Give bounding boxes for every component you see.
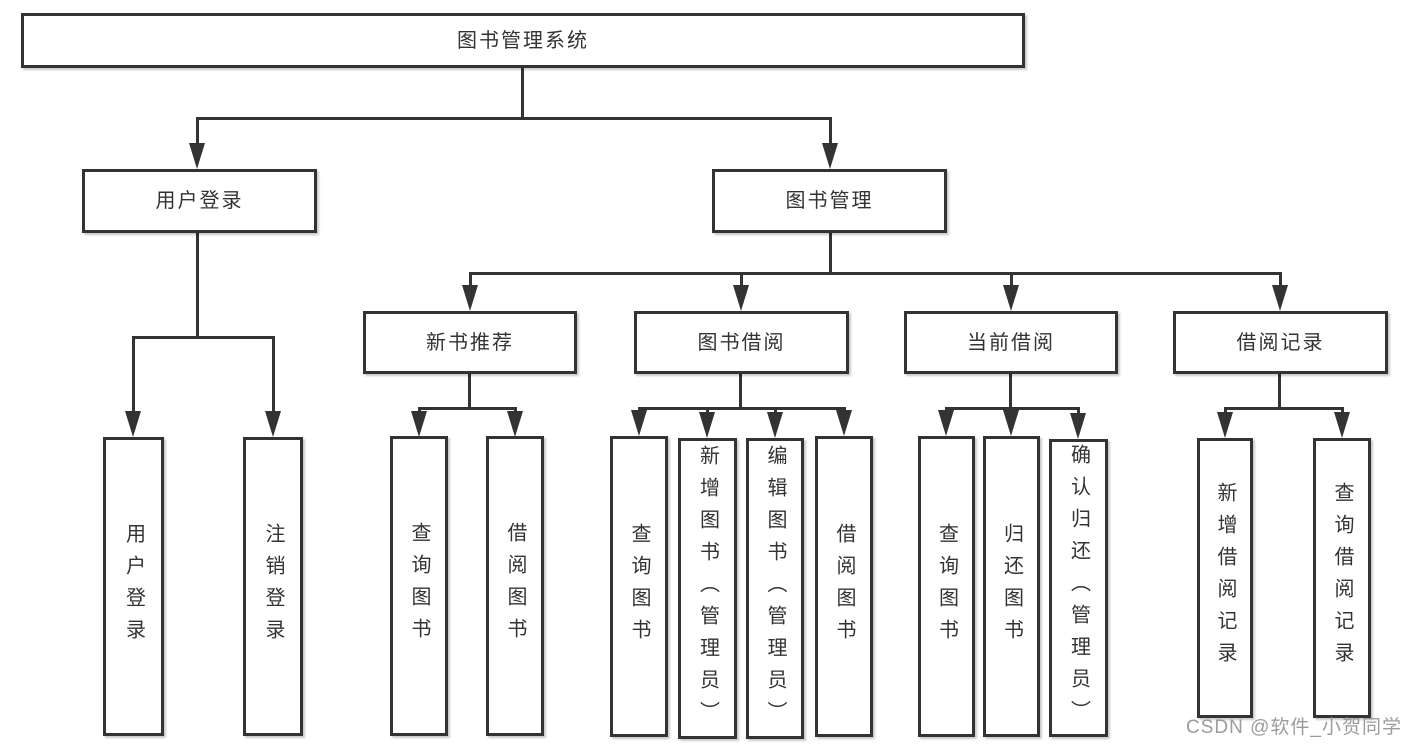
node-label-br-query-record: 查询借阅记录: [1331, 482, 1353, 674]
node-label-logout: 注销登录: [262, 522, 284, 651]
arrow-down-icon: [631, 410, 647, 436]
connector-line: [739, 374, 742, 409]
csdn-watermark: CSDN @软件_小贺同学: [1186, 717, 1402, 738]
connector-line: [469, 272, 1281, 275]
node-current-borrowing: 当前借阅: [904, 311, 1118, 374]
connector-line: [196, 117, 832, 120]
connector-line: [638, 407, 845, 410]
node-bb-add-books: 新增图书（管理员）: [678, 438, 737, 739]
connector-line: [468, 374, 471, 409]
node-cb-return-books: 归还图书: [983, 436, 1040, 737]
node-book-borrowing: 图书借阅: [634, 311, 849, 374]
node-label-cb-return-books: 归还图书: [1000, 522, 1023, 651]
node-label-bb-query-books: 查询图书: [628, 522, 650, 651]
arrow-down-icon: [125, 411, 141, 437]
node-label-bb-add-books: 新增图书（管理员）: [696, 444, 719, 733]
arrow-down-icon: [411, 411, 427, 437]
node-login-user: 用户登录: [103, 437, 164, 736]
node-label-new-book-recommend: 新书推荐: [426, 331, 514, 354]
node-label-nbr-query-books: 查询图书: [408, 522, 430, 650]
arrow-down-icon: [265, 411, 281, 437]
arrow-down-icon: [733, 285, 749, 311]
node-book-management: 图书管理: [712, 169, 947, 233]
connector-line: [521, 67, 524, 119]
node-label-system: 图书管理系统: [457, 29, 589, 52]
node-label-borrowing-records: 借阅记录: [1236, 331, 1325, 354]
arrow-down-icon: [699, 412, 715, 438]
arrow-stem: [829, 117, 832, 159]
node-system: 图书管理系统: [21, 13, 1025, 68]
arrow-down-icon: [1272, 285, 1288, 311]
node-label-bb-edit-books: 编辑图书（管理员）: [764, 444, 786, 733]
arrow-down-icon: [1003, 285, 1019, 311]
arrow-stem: [132, 336, 135, 427]
arrow-stem: [272, 336, 275, 427]
arrow-down-icon: [1334, 412, 1350, 438]
node-logout: 注销登录: [243, 437, 303, 736]
node-label-cb-confirm-return: 确认归还（管理员）: [1067, 444, 1090, 732]
arrow-down-icon: [767, 412, 783, 438]
connector-line: [418, 407, 517, 410]
node-label-book-management: 图书管理: [785, 190, 874, 212]
connector-line: [132, 336, 274, 339]
node-bb-query-books: 查询图书: [610, 436, 668, 737]
node-label-user-login: 用户登录: [155, 190, 244, 212]
node-user-login: 用户登录: [82, 169, 317, 233]
arrow-down-icon: [1217, 412, 1233, 438]
connector-line: [829, 233, 832, 274]
arrow-down-icon: [507, 411, 523, 437]
arrow-down-icon: [1070, 413, 1086, 439]
node-nbr-query-books: 查询图书: [390, 436, 448, 736]
node-nbr-borrow-books: 借阅图书: [486, 436, 544, 736]
arrow-stem: [196, 117, 199, 159]
node-br-query-record: 查询借阅记录: [1313, 438, 1371, 718]
node-cb-query-books: 查询图书: [918, 436, 975, 737]
node-label-br-add-record: 新增借阅记录: [1214, 482, 1236, 674]
arrow-down-icon: [938, 410, 954, 436]
node-label-bb-borrow-books: 借阅图书: [833, 522, 855, 651]
node-label-nbr-borrow-books: 借阅图书: [504, 522, 526, 650]
connector-line: [1009, 374, 1012, 409]
connector-line: [196, 233, 199, 338]
node-br-add-record: 新增借阅记录: [1197, 438, 1253, 718]
node-label-login-user: 用户登录: [122, 522, 145, 651]
node-borrowing-records: 借阅记录: [1173, 311, 1388, 374]
arrow-down-icon: [822, 143, 838, 169]
node-bb-borrow-books: 借阅图书: [815, 436, 873, 737]
node-label-book-borrowing: 图书借阅: [697, 331, 786, 354]
connector-line: [1224, 407, 1343, 410]
arrow-down-icon: [462, 285, 478, 311]
node-label-cb-query-books: 查询图书: [935, 522, 958, 651]
node-bb-edit-books: 编辑图书（管理员）: [746, 438, 804, 739]
arrow-down-icon: [1003, 410, 1019, 436]
node-label-current-borrowing: 当前借阅: [967, 331, 1055, 354]
arrow-down-icon: [189, 143, 205, 169]
node-cb-confirm-return: 确认归还（管理员）: [1049, 439, 1108, 737]
connector-line: [1278, 374, 1281, 409]
arrow-down-icon: [836, 410, 852, 436]
node-new-book-recommend: 新书推荐: [363, 311, 577, 374]
